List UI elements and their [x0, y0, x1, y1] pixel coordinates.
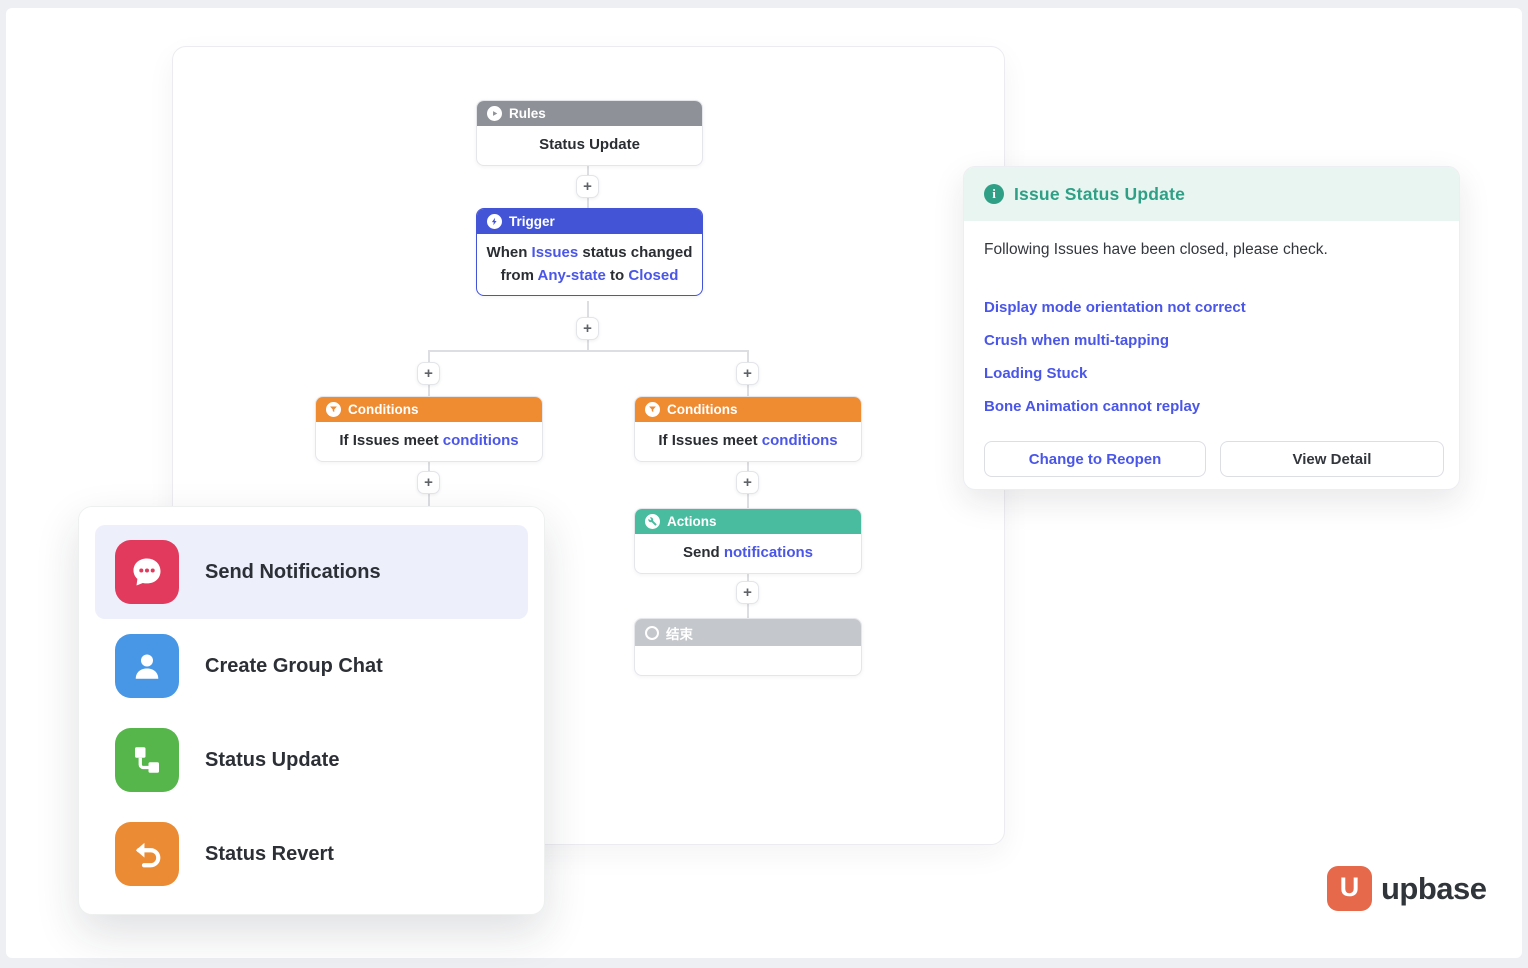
connector-line — [587, 161, 589, 176]
connector-line — [428, 350, 430, 363]
menu-item-label: Status Update — [205, 748, 340, 771]
connector-line — [747, 459, 749, 471]
node-actions-body: Send notifications — [635, 534, 861, 573]
node-trigger-body: When Issues status changed from Any-state… — [477, 234, 702, 295]
node-end[interactable]: 结束 — [634, 618, 862, 676]
menu-item-status-update[interactable]: Status Update — [95, 713, 528, 807]
add-node-button[interactable]: + — [736, 471, 759, 494]
issue-link[interactable]: Bone Animation cannot replay — [984, 398, 1201, 415]
node-actions[interactable]: Actions Send notifications — [634, 508, 862, 574]
node-conditions-body: If Issues meet conditions — [316, 422, 542, 461]
node-conditions-right[interactable]: Conditions If Issues meet conditions — [634, 396, 862, 462]
node-actions-header: Actions — [635, 509, 861, 534]
add-node-button[interactable]: + — [736, 581, 759, 604]
menu-item-label: Status Revert — [205, 842, 334, 865]
connector-line — [747, 566, 749, 581]
node-conditions-title: Conditions — [348, 402, 419, 417]
node-conditions-title: Conditions — [667, 402, 738, 417]
view-detail-button[interactable]: View Detail — [1220, 441, 1444, 477]
actions-link[interactable]: notifications — [723, 544, 813, 561]
connector-branch-line — [429, 350, 749, 352]
node-trigger-header: Trigger — [477, 209, 702, 234]
node-conditions-left[interactable]: Conditions If Issues meet conditions — [315, 396, 543, 462]
issue-status-notification: i Issue Status Update Following Issues h… — [963, 166, 1460, 490]
connector-line — [747, 493, 749, 508]
menu-item-label: Send Notifications — [205, 560, 381, 583]
node-end-body — [635, 646, 861, 675]
connector-line — [428, 493, 430, 507]
ring-icon — [645, 625, 659, 640]
trigger-text: from — [500, 266, 538, 284]
node-end-title: 结束 — [666, 626, 693, 642]
node-actions-title: Actions — [667, 514, 717, 529]
add-node-button[interactable]: + — [417, 362, 440, 385]
trigger-from-state-link[interactable]: Any-state — [537, 266, 606, 284]
funnel-icon — [645, 402, 660, 417]
issue-link[interactable]: Display mode orientation not correct — [984, 299, 1246, 316]
upbase-logo-icon: U — [1327, 866, 1372, 911]
connector-line — [428, 459, 430, 471]
menu-item-create-group-chat[interactable]: Create Group Chat — [95, 619, 528, 713]
connector-line — [428, 385, 430, 396]
node-conditions-header: Conditions — [316, 397, 542, 422]
node-conditions-header: Conditions — [635, 397, 861, 422]
trigger-text: to — [605, 266, 629, 284]
node-rules-title: Rules — [509, 106, 546, 121]
trigger-text: status changed — [578, 244, 693, 261]
node-rules[interactable]: Rules Status Update — [476, 100, 703, 166]
add-node-button[interactable]: + — [576, 175, 599, 198]
issue-link[interactable]: Crush when multi-tapping — [984, 332, 1169, 349]
info-icon: i — [984, 184, 1004, 204]
lightning-icon — [487, 214, 502, 229]
node-trigger-title: Trigger — [509, 214, 555, 229]
status-flow-icon — [115, 728, 179, 792]
conditions-text: If Issues meet — [339, 432, 443, 449]
trigger-to-state-link[interactable]: Closed — [628, 266, 679, 284]
connector-line — [747, 350, 749, 363]
menu-item-send-notifications[interactable]: Send Notifications — [95, 525, 528, 619]
issue-list: Display mode orientation not correct Cru… — [984, 291, 1246, 423]
connector-line — [747, 385, 749, 396]
chat-bubble-icon — [115, 540, 179, 604]
wrench-icon — [645, 514, 660, 529]
trigger-text: When — [486, 244, 532, 261]
brand-name: upbase — [1381, 870, 1487, 906]
connector-line — [587, 301, 589, 318]
undo-arrow-icon — [115, 822, 179, 886]
change-to-reopen-button[interactable]: Change to Reopen — [984, 441, 1206, 477]
play-icon — [487, 106, 502, 121]
funnel-icon — [326, 402, 341, 417]
node-rules-header: Rules — [477, 101, 702, 126]
notification-message: Following Issues have been closed, pleas… — [984, 241, 1328, 258]
conditions-text: If Issues meet — [658, 432, 762, 449]
node-rules-body: Status Update — [539, 136, 640, 153]
node-end-header: 结束 — [635, 619, 861, 646]
node-trigger[interactable]: Trigger When Issues status changed from A… — [476, 208, 703, 296]
connector-line — [587, 197, 589, 208]
conditions-link[interactable]: conditions — [442, 432, 519, 449]
notification-header: i Issue Status Update — [964, 167, 1459, 221]
node-conditions-body: If Issues meet conditions — [635, 422, 861, 461]
action-picker-popup: Send Notifications Create Group Chat Sta… — [78, 506, 545, 915]
actions-text: Send — [682, 544, 724, 561]
add-node-button[interactable]: + — [417, 471, 440, 494]
conditions-link[interactable]: conditions — [761, 432, 838, 449]
menu-item-status-revert[interactable]: Status Revert — [95, 807, 528, 901]
connector-line — [747, 603, 749, 618]
menu-item-label: Create Group Chat — [205, 654, 383, 677]
brand-logo: U upbase — [1327, 866, 1487, 911]
issue-link[interactable]: Loading Stuck — [984, 365, 1088, 382]
connector-line — [587, 340, 589, 351]
person-icon — [115, 634, 179, 698]
add-node-button[interactable]: + — [576, 317, 599, 340]
notification-title: Issue Status Update — [1014, 183, 1186, 204]
add-node-button[interactable]: + — [736, 362, 759, 385]
trigger-entity-link[interactable]: Issues — [531, 244, 579, 261]
logo-letter: U — [1339, 872, 1360, 902]
